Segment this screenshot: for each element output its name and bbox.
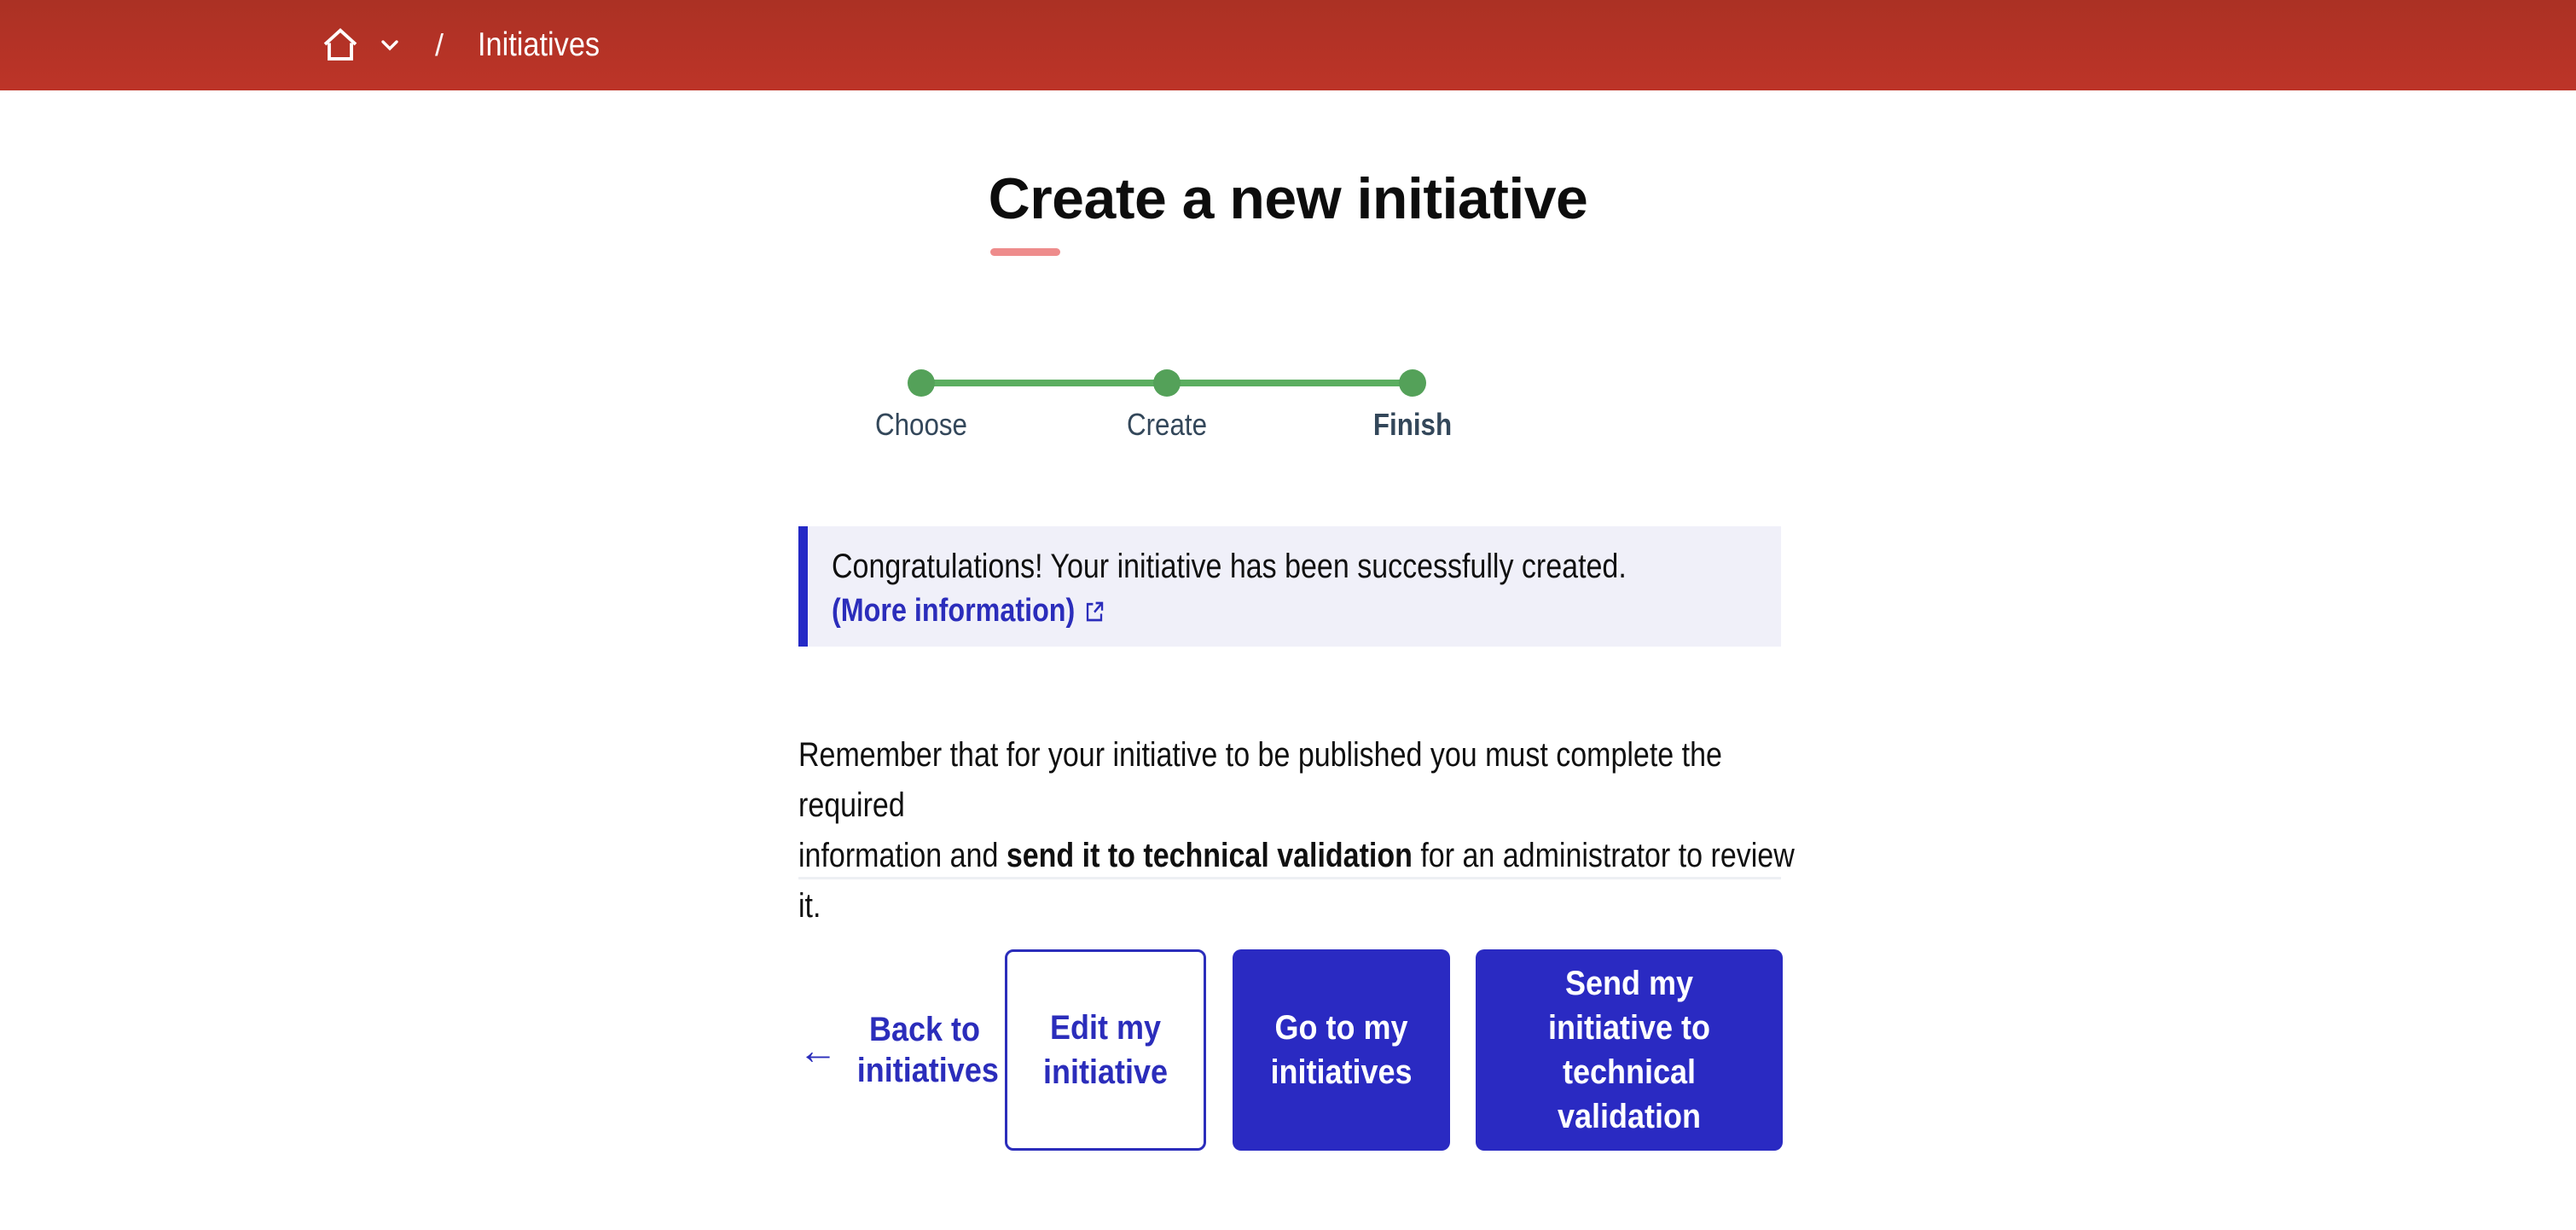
step-dot-finish — [1399, 369, 1426, 397]
back-link-label: Back to initiatives — [856, 1011, 999, 1089]
send-to-technical-validation-button[interactable]: Send my initiative to technical validati… — [1475, 949, 1783, 1151]
wizard-stepper: Choose Create Finish — [798, 344, 1781, 442]
step-dot-create — [1153, 369, 1181, 397]
success-alert: Congratulations! Your initiative has bee… — [798, 526, 1781, 647]
home-icon[interactable] — [321, 26, 360, 64]
actions-row: ← Back to initiatives Edit my initiative… — [798, 949, 1783, 1151]
more-information-link[interactable]: (More information) — [832, 593, 1105, 630]
page-title: Create a new initiative — [988, 166, 1588, 256]
step-label-create: Create — [1126, 407, 1208, 442]
step-label-finish: Finish — [1372, 407, 1453, 442]
app-header: / Initiatives — [0, 0, 2576, 90]
note-line2-post: for an administrator to review it. — [798, 837, 1795, 925]
section-divider — [798, 877, 1781, 879]
success-message: Congratulations! Your initiative has bee… — [832, 548, 1627, 585]
breadcrumb-current: Initiatives — [478, 26, 600, 63]
note-line1: Remember that for your initiative to be … — [798, 736, 1722, 824]
note-line2-pre: information and — [798, 837, 1007, 874]
step-label-choose: Choose — [875, 407, 967, 442]
external-link-icon — [1086, 601, 1103, 621]
note-line2-bold: send it to technical validation — [1006, 837, 1413, 874]
breadcrumb: / Initiatives — [321, 26, 617, 64]
back-to-initiatives-link[interactable]: ← Back to initiatives — [798, 949, 999, 1151]
note-paragraph: Remember that for your initiative to be … — [798, 730, 1813, 931]
step-dot-choose — [908, 369, 935, 397]
breadcrumb-separator: / — [435, 27, 444, 62]
left-arrow-icon: ← — [798, 1028, 838, 1072]
edit-initiative-button[interactable]: Edit my initiative — [1005, 949, 1207, 1151]
go-to-initiatives-button[interactable]: Go to my initiatives — [1232, 949, 1450, 1151]
chevron-down-icon[interactable] — [380, 39, 399, 51]
